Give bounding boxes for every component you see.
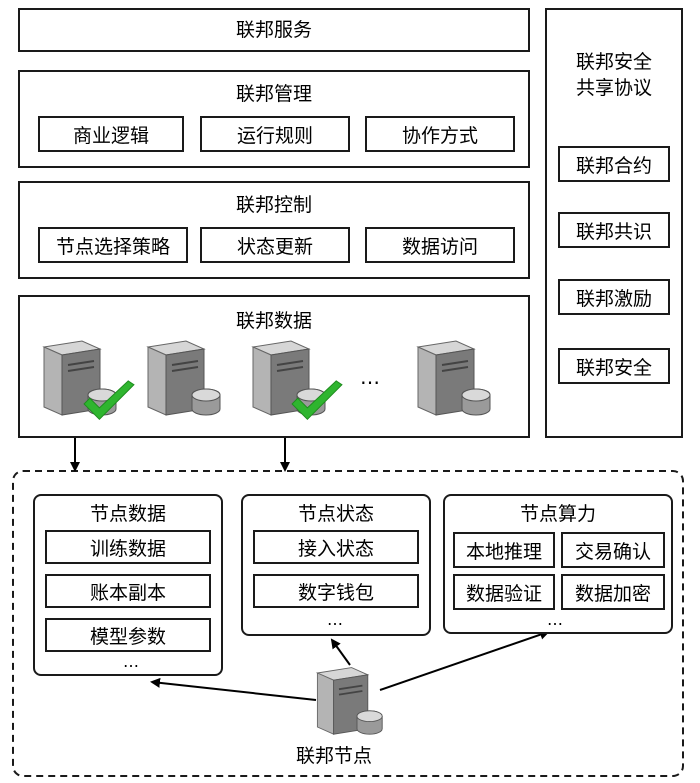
protocol-item-contract: 联邦合约 [558, 146, 670, 182]
federated-data-title: 联邦数据 [235, 310, 312, 332]
node-data-title: 节点数据 [89, 503, 166, 525]
federated-data-box: 联邦数据 … [18, 295, 530, 438]
node-data-item-model: 模型参数 [45, 618, 211, 652]
node-compute-ellipsis: … [547, 610, 564, 629]
node-state-item-wallet: 数字钱包 [253, 574, 419, 608]
federated-control-title: 联邦控制 [235, 194, 312, 216]
node-data-ellipsis: … [123, 652, 140, 671]
node-compute-box: 节点算力 本地推理 交易确认 数据验证 数据加密 … [443, 494, 673, 634]
control-item-data-access: 数据访问 [365, 227, 515, 263]
federated-management-title: 联邦管理 [235, 83, 312, 105]
compute-item-verification: 数据验证 [453, 574, 555, 610]
node-data-box: 节点数据 训练数据 账本副本 模型参数 … [33, 494, 223, 676]
node-state-title: 节点状态 [297, 503, 374, 525]
federated-control-box: 联邦控制 节点选择策略 状态更新 数据访问 [18, 181, 530, 279]
data-ellipsis: … [360, 365, 380, 389]
node-state-item-access: 接入状态 [253, 530, 419, 564]
node-state-box: 节点状态 接入状态 数字钱包 … [241, 494, 431, 636]
federated-management-box: 联邦管理 商业逻辑 运行规则 协作方式 [18, 70, 530, 168]
management-item-collaboration: 协作方式 [365, 116, 515, 152]
node-state-ellipsis: … [327, 610, 344, 629]
node-dashed-frame [12, 470, 684, 777]
protocol-item-consensus: 联邦共识 [558, 212, 670, 248]
node-compute-title: 节点算力 [519, 503, 596, 525]
node-to-data-arrow [150, 677, 317, 701]
node-data-item-ledger: 账本副本 [45, 574, 211, 608]
protocol-title-line2: 共享协议 [575, 77, 652, 99]
node-data-item-training: 训练数据 [45, 530, 211, 564]
federated-service-title: 联邦服务 [235, 19, 312, 41]
protocol-item-incentive: 联邦激励 [558, 279, 670, 315]
compute-item-encryption: 数据加密 [561, 574, 665, 610]
control-item-state-update: 状态更新 [200, 227, 350, 263]
security-protocol-box: 联邦安全 共享协议 联邦合约 联邦共识 联邦激励 联邦安全 [545, 8, 683, 438]
federated-service-box: 联邦服务 [18, 8, 530, 52]
node-to-state-arrow [330, 638, 351, 666]
control-item-node-selection: 节点选择策略 [38, 227, 188, 263]
protocol-item-security: 联邦安全 [558, 348, 670, 384]
management-item-operation-rules: 运行规则 [200, 116, 350, 152]
compute-item-local-inference: 本地推理 [453, 532, 555, 568]
protocol-title-line1: 联邦安全 [575, 51, 652, 73]
compute-item-transaction: 交易确认 [561, 532, 665, 568]
federated-node-server-icon [312, 664, 384, 736]
management-item-business-logic: 商业逻辑 [38, 116, 184, 152]
node-to-compute-arrow [379, 629, 550, 691]
federated-node-label: 联邦节点 [296, 745, 373, 767]
